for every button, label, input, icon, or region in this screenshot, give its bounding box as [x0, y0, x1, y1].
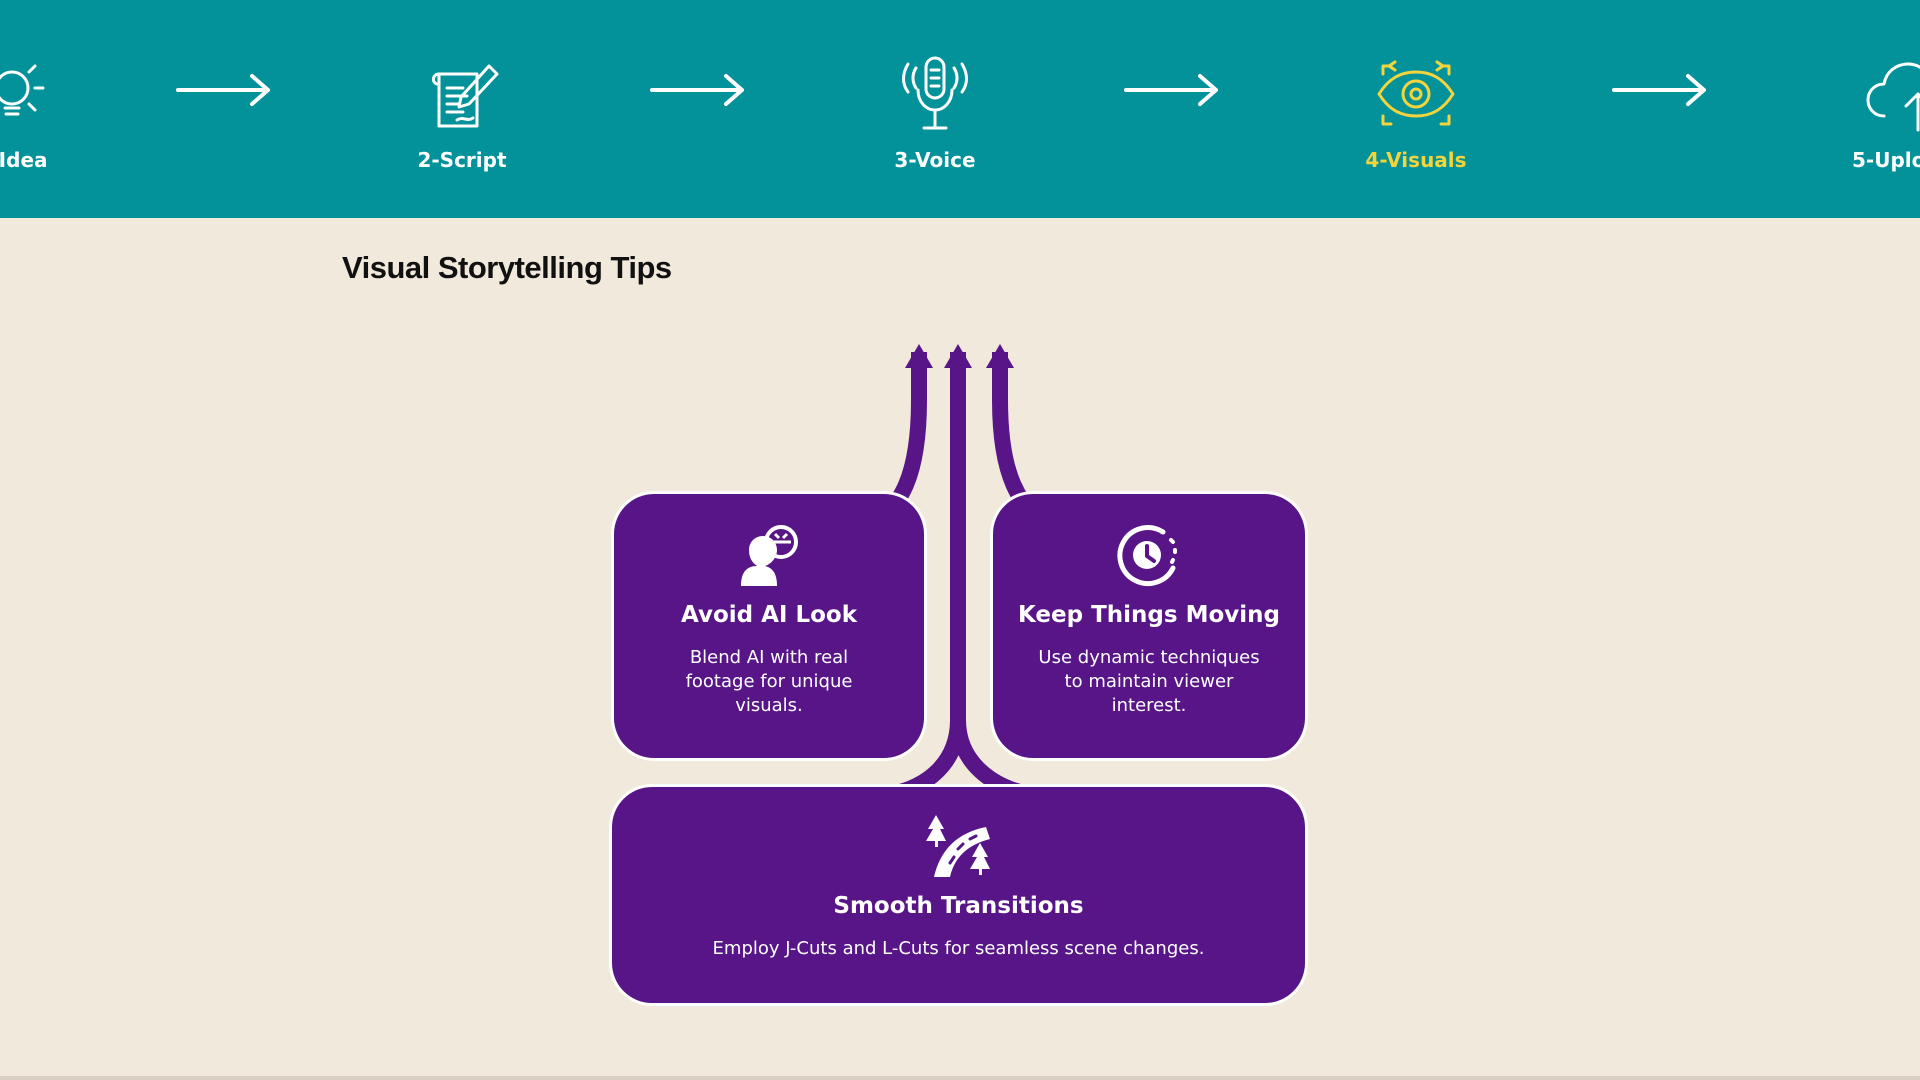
workflow-step-visuals[interactable]: 4-Visuals: [1316, 50, 1516, 172]
microphone-icon: [902, 56, 968, 130]
workflow-step-label: 4-Visuals: [1365, 148, 1467, 172]
tip-title: Keep Things Moving: [1018, 602, 1280, 628]
bottom-divider: [0, 1076, 1920, 1080]
arrow-right-icon: [1612, 74, 1706, 106]
workflow-step-label: 2-Script: [417, 148, 507, 172]
cloud-upload-icon: [1866, 62, 1920, 132]
workflow-bar: 1-Idea 2-Script 3-Voice: [0, 0, 1920, 218]
tip-title: Avoid AI Look: [680, 602, 858, 628]
tip-card-keep-things-moving: Keep Things Moving Use dynamic technique…: [993, 494, 1305, 758]
arrow-right-icon: [1124, 74, 1218, 106]
arrow-right-icon: [650, 74, 744, 106]
clock-icon: [1117, 525, 1177, 587]
workflow-step-label: 3-Voice: [894, 148, 976, 172]
eye-icon: [1377, 60, 1455, 126]
arrowhead-center: [944, 344, 972, 368]
workflow-step-idea[interactable]: 1-Idea: [0, 50, 112, 172]
tip-description: Blend AI with real footage for unique vi…: [685, 647, 853, 716]
arrowhead-left: [905, 344, 933, 368]
script-edit-icon: [431, 64, 499, 128]
workflow-step-label: 1-Idea: [0, 148, 48, 172]
tip-card-avoid-ai-look: Avoid AI Look Blend AI with real footage…: [614, 494, 924, 758]
lightbulb-icon: [0, 64, 45, 116]
tip-description: Employ J-Cuts and L-Cuts for seamless sc…: [712, 938, 1205, 959]
workflow-step-label: 5-Upload: [1852, 148, 1920, 172]
page-title: Visual Storytelling Tips: [342, 250, 672, 285]
arrow-right-icon: [176, 74, 270, 106]
workflow-step-script[interactable]: 2-Script: [362, 50, 562, 172]
workflow-step-voice[interactable]: 3-Voice: [835, 50, 1035, 172]
tip-card-smooth-transitions: Smooth Transitions Employ J-Cuts and L-C…: [612, 787, 1305, 1003]
person-ai-icon: [741, 525, 798, 586]
tip-title: Smooth Transitions: [833, 893, 1084, 919]
arrowhead-right: [986, 344, 1014, 368]
tip-description: Use dynamic techniques to maintain viewe…: [1038, 647, 1260, 716]
road-trees-icon: [925, 815, 990, 877]
workflow-step-upload[interactable]: 5-Upload: [1798, 50, 1920, 172]
